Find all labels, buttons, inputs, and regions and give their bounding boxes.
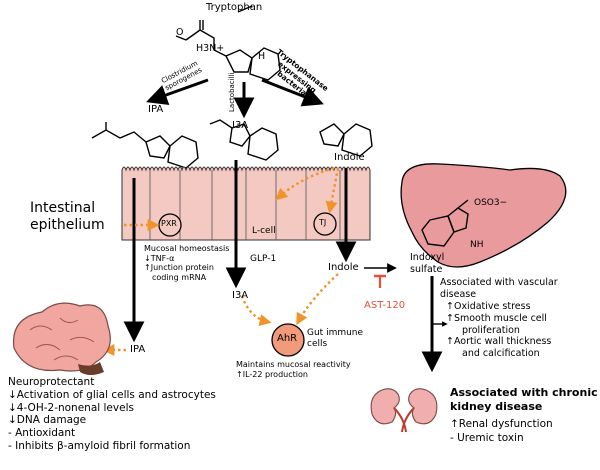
i3a-ahr-dotted-arrow	[240, 295, 272, 327]
vascular-effect-line: ↑Oxidative stress	[446, 300, 531, 312]
kidney-title-line2: kidney disease	[450, 399, 543, 413]
indoxyl-sulfate-line2: sulfate	[410, 263, 443, 275]
indole-lower-label: Indole	[328, 262, 359, 273]
maintains-line1: Maintains mucosal reactivity	[236, 360, 351, 369]
tryptophan-nh-label: H	[258, 51, 266, 62]
maintains-mucosal-text: Maintains mucosal reactivity↑IL-22 produ…	[236, 360, 351, 381]
tryptophan-structure	[175, 5, 281, 81]
lactobacilli-label: Lactobacilli	[228, 72, 236, 112]
kidneys-illustration	[370, 388, 438, 433]
tj-label: TJ	[319, 218, 327, 227]
indoxyl-sulfate-line1: Indoxyl	[410, 252, 445, 263]
vascular-title-line1: Associated with vascular	[440, 277, 558, 288]
gut-immune-line2: cells	[307, 339, 328, 350]
vascular-effect-line: ↑Smooth muscle cell	[446, 312, 547, 324]
mucosal-line: Mucosal homeostasis	[144, 244, 230, 253]
epithelium-label-line2: epithelium	[30, 216, 105, 233]
vascular-disease-text: Associated with vascular disease ↑Oxidat…	[440, 277, 558, 360]
glp1-label: GLP-1	[250, 254, 277, 264]
tryptophan-label: Tryptophan	[206, 2, 263, 13]
intestinal-epithelium-band	[121, 166, 371, 241]
indoxyl-nh-label: NH	[470, 240, 484, 250]
ast120-label: AST-120	[364, 300, 406, 311]
vascular-effect-line: ↑Aortic wall thickness	[446, 336, 552, 348]
lcell-label: L-cell	[252, 226, 276, 236]
maintains-line2: ↑IL-22 production	[236, 370, 308, 380]
indole-tj-dotted-arrow	[325, 167, 340, 214]
i3a-lower-label: I3A	[232, 290, 249, 301]
mucosal-homeostasis-text: Mucosal homeostasis ↓TNF-α ↑Junction pro…	[144, 244, 229, 282]
vascular-effect-line: proliferation	[462, 324, 520, 336]
indole-ahr-dotted-arrow	[296, 273, 339, 326]
neuro-effect-line: ↓4-OH-2-nonenal levels	[8, 401, 134, 414]
ahr-circle	[271, 323, 305, 357]
amine-label: H3N+	[196, 43, 225, 54]
clostridium-arrow	[146, 78, 209, 105]
kidney-effect-line: ↑Renal dysfunction	[450, 418, 553, 430]
ahr-label: AhR	[277, 333, 298, 344]
liver-shape	[400, 163, 567, 268]
kidney-effects-text: ↑Renal dysfunction - Uremic toxin	[450, 418, 553, 445]
vascular-effect-line: and calcification	[462, 348, 540, 360]
indole-lcell-dotted-arrow	[275, 166, 335, 201]
i3a-structure	[209, 119, 279, 161]
brain-illustration	[12, 302, 111, 375]
kidney-effect-line: - Uremic toxin	[450, 431, 524, 444]
carboxylate-label: O	[176, 27, 184, 38]
mucosal-line: coding mRNA	[152, 272, 207, 282]
neuroprotectant-title: Neuroprotectant	[8, 376, 95, 388]
tryptophanase-arrow	[261, 78, 324, 107]
pxr-label: PXR	[161, 219, 177, 228]
mucosal-line: ↑Junction protein	[144, 263, 214, 273]
tj-circle	[313, 212, 337, 236]
ipa-label: IPA	[148, 104, 164, 115]
indole-label: Indole	[334, 152, 365, 163]
ipa-lower-label: IPA	[130, 344, 146, 355]
indoxyl-sulfate-structure	[421, 199, 469, 247]
gut-immune-line1: Gut immune	[307, 328, 364, 338]
neuro-effect-line: ↓DNA damage	[8, 414, 87, 427]
neuro-effect-line: ↓Activation of glial cells and astrocyte…	[8, 388, 216, 401]
mucosal-line: ↓TNF-α	[144, 253, 175, 263]
epithelium-label-line1: Intestinal	[30, 200, 96, 216]
ipa-structure	[91, 122, 199, 169]
neuro-effect-line: - Antioxidant	[8, 427, 76, 440]
neuroprotectant-text: Neuroprotectant ↓Activation of glial cel…	[8, 376, 216, 453]
sulfate-group-label: OSO3−	[474, 198, 508, 208]
vascular-title-line2: disease	[440, 288, 477, 300]
i3a-label: I3A	[232, 120, 249, 131]
neuro-effect-line: - Inhibits β-amyloid fibril formation	[8, 439, 191, 452]
indole-structure	[319, 123, 373, 157]
kidney-title-line1: Associated with chronic	[450, 386, 598, 399]
